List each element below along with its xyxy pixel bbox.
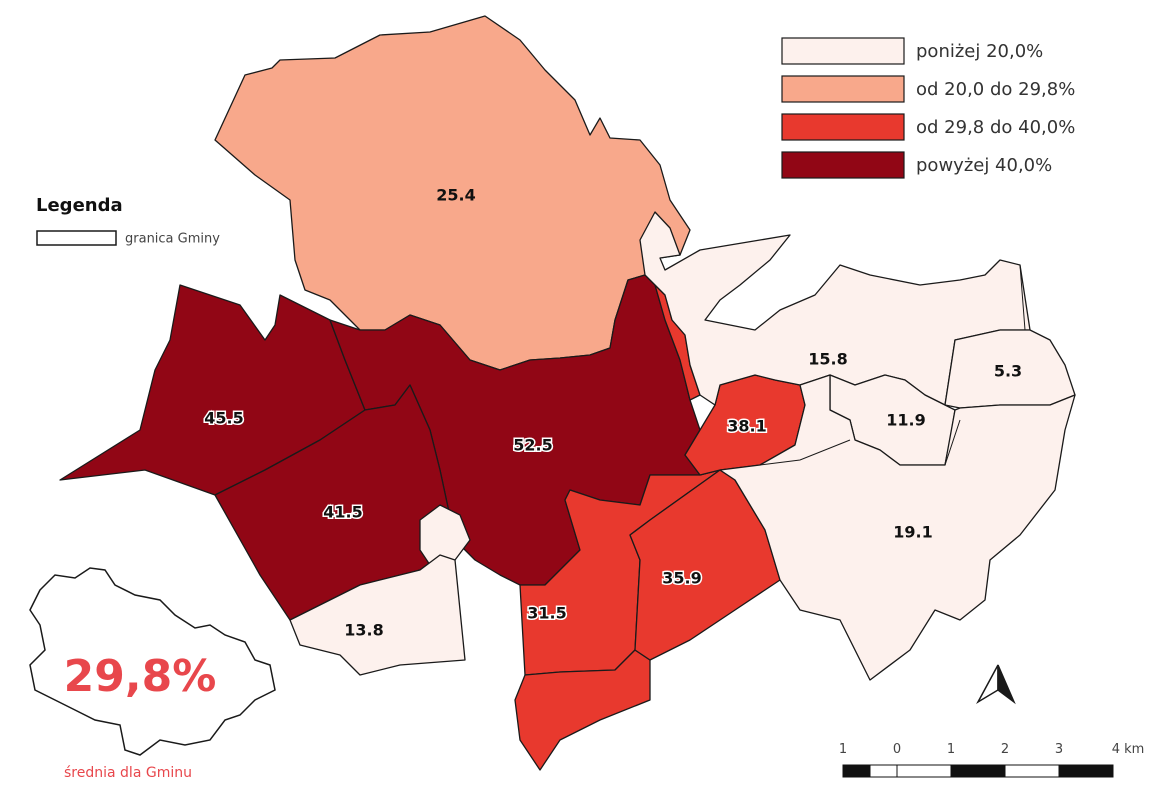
legend-boundary-swatch	[36, 230, 117, 246]
scale-bar-subsegment	[869, 764, 898, 778]
scale-bar-segment	[1058, 764, 1114, 778]
region-value-label: 38.1	[727, 417, 766, 436]
scale-bar-label: 4 km	[1112, 742, 1145, 757]
scale-bar-label: 0	[893, 742, 901, 757]
legend-title: Legenda	[36, 195, 123, 216]
region-value-label: 31.5	[527, 604, 566, 623]
average-caption: średnia dla Gminu	[64, 765, 192, 781]
region-value-label: 13.8	[344, 621, 383, 640]
scale-bar-label: 1	[839, 742, 847, 757]
legend-class-label: od 29,8 do 40,0%	[916, 117, 1075, 138]
scale-bar-segment	[896, 764, 952, 778]
legend-class-label: powyżej 40,0%	[916, 155, 1052, 176]
scale-bar-label: 2	[1001, 742, 1009, 757]
region-value-label: 35.9	[662, 569, 701, 588]
legend-class-swatch	[781, 151, 905, 179]
scale-bar-label: 1	[947, 742, 955, 757]
average-value: 29,8%	[64, 651, 217, 702]
region-south-small-hole	[419, 504, 471, 566]
legend-class-swatch	[781, 75, 905, 103]
scale-bar-segment	[950, 764, 1006, 778]
legend-class-label: poniżej 20,0%	[916, 41, 1043, 62]
scale-bar-label: 3	[1055, 742, 1063, 757]
legend-boundary-label: granica Gminy	[125, 232, 220, 247]
region-value-label: 45.5	[204, 409, 243, 428]
legend-class-swatch	[781, 37, 905, 65]
region-value-label: 52.5	[513, 436, 552, 455]
east-inner-boundary	[759, 264, 1026, 466]
region-south-small	[289, 554, 466, 676]
region-labels: 25.4 45.5 52.5 41.5 13.8 31.5 35.9 38.1 15.8 11.9…	[203, 186, 1022, 640]
inset-map-outline	[29, 567, 276, 756]
region-value-label: 19.1	[893, 523, 932, 542]
region-value-label: 5.3	[994, 362, 1022, 381]
class-legend: poniżej 20,0% od 20,0 do 29,8% od 29,8 do …	[781, 37, 1075, 179]
region-south-extension	[514, 649, 651, 771]
north-arrow-icon	[976, 664, 1016, 705]
scale-bar-segment	[1004, 764, 1060, 778]
region-value-label: 25.4	[436, 186, 475, 205]
region-value-label: 41.5	[323, 503, 362, 522]
region-value-label: 11.9	[886, 411, 925, 430]
region-southeast	[629, 469, 781, 661]
region-east	[719, 374, 1076, 681]
region-value-label: 15.8	[808, 350, 847, 369]
legend-class-swatch	[781, 113, 905, 141]
legend-class-label: od 20,0 do 29,8%	[916, 79, 1075, 100]
scale-bar: 1 0 1 2 3 4 km	[839, 742, 1145, 778]
